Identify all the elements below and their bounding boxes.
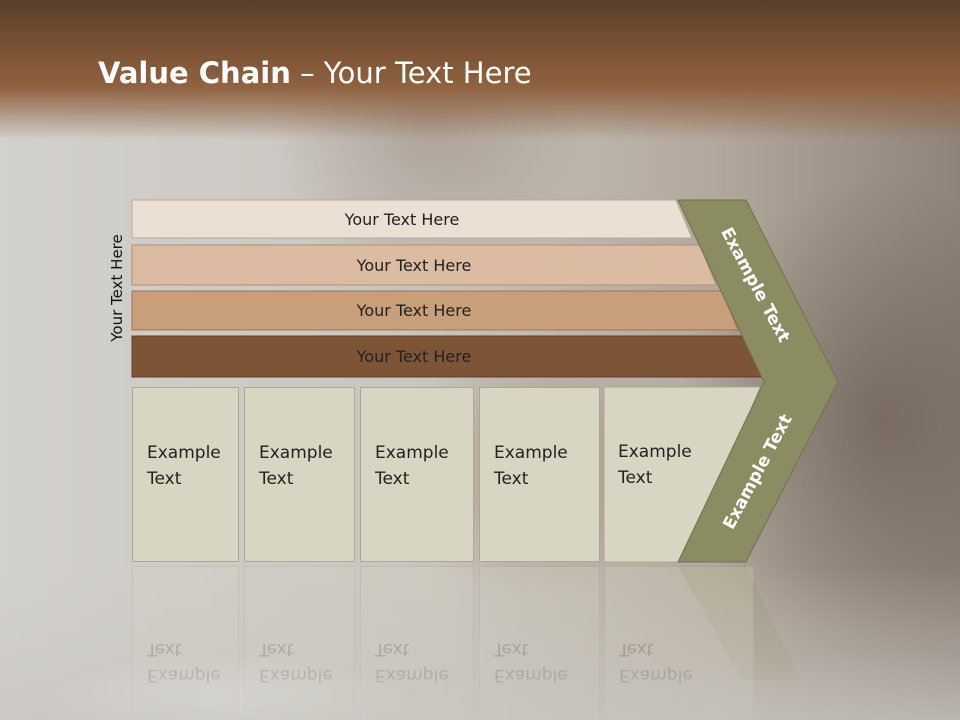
band-1-label: Your Text Here bbox=[344, 209, 460, 229]
cell-1-line1: Example bbox=[147, 443, 221, 463]
band-4-label: Your Text Here bbox=[356, 346, 472, 366]
title-bold: Value Chain bbox=[98, 56, 291, 90]
band-3: Your Text Here bbox=[132, 291, 716, 329]
cell-5-line2: Text bbox=[618, 468, 653, 488]
band-1-shape bbox=[131, 199, 693, 239]
margin-chevron bbox=[677, 199, 839, 563]
cell-2-line2: Text bbox=[259, 469, 294, 489]
activity-cell-3: Example Text bbox=[360, 387, 474, 562]
slide-title: Value Chain – Your Text Here bbox=[98, 56, 532, 90]
margin-chevron-reflection bbox=[678, 566, 800, 680]
cell-4-line1: Example bbox=[494, 443, 568, 463]
activity-cell-5: Example Text bbox=[604, 387, 704, 562]
band-3-shape bbox=[131, 290, 739, 331]
cell-3-line2: Text bbox=[375, 469, 410, 489]
cell-3-line1: Example bbox=[375, 443, 449, 463]
cell-1-line2: Text bbox=[147, 469, 182, 489]
cell-4-line2: Text bbox=[494, 469, 529, 489]
activity-cell-4: Example Text bbox=[479, 387, 600, 562]
band-3-label: Your Text Here bbox=[356, 300, 472, 320]
activity-cell-1: Example Text bbox=[132, 387, 239, 562]
header-bar bbox=[0, 0, 960, 140]
title-rest: – Your Text Here bbox=[290, 56, 532, 90]
activity-cell-2: Example Text bbox=[244, 387, 355, 562]
band-4: Your Text Here bbox=[132, 337, 716, 375]
band-1: Your Text Here bbox=[132, 200, 692, 238]
band-2: Your Text Here bbox=[132, 246, 716, 284]
band-2-shape bbox=[131, 244, 717, 286]
cell-5-line1: Example bbox=[618, 442, 692, 462]
band-2-label: Your Text Here bbox=[356, 255, 472, 275]
cell-2-line1: Example bbox=[259, 443, 333, 463]
